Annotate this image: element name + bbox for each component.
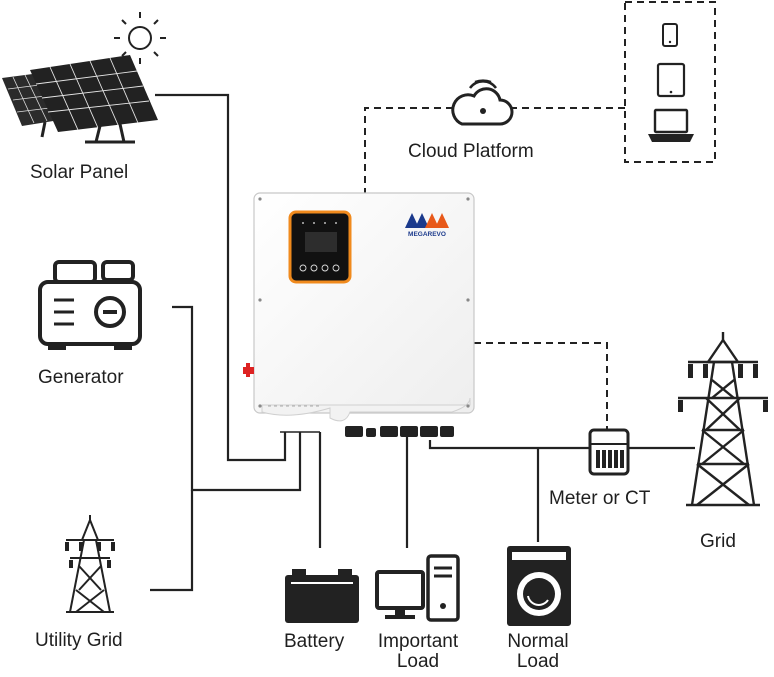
battery-label: Battery <box>284 631 345 652</box>
battery-icon <box>285 569 359 623</box>
generator-icon <box>38 260 142 350</box>
inverter-meter-link <box>462 342 608 430</box>
grid-label: Grid <box>700 531 736 552</box>
important-load-label: Important Load <box>368 632 468 672</box>
megarevo-logo: MEGAREVO <box>405 213 449 238</box>
phone-icon <box>662 23 678 47</box>
utility-grid-tower-icon <box>65 515 115 613</box>
utility-grid-connection-line <box>150 490 194 592</box>
washing-machine-icon <box>507 546 571 626</box>
computer-icon <box>375 554 460 622</box>
generator-label: Generator <box>38 367 124 388</box>
cloud-icon <box>451 79 514 126</box>
grid-tower-icon <box>678 332 768 507</box>
solar-panel-label: Solar Panel <box>30 162 129 183</box>
devices-box <box>624 1 716 163</box>
important-load-label-line1: Important <box>377 631 459 652</box>
power-connections <box>150 93 695 592</box>
inverter-brand: MEGAREVO <box>408 231 446 238</box>
communication-links <box>364 1 716 430</box>
inverter-cloud-link <box>364 107 455 195</box>
sun-icon <box>114 12 166 64</box>
meter-icon <box>588 428 630 476</box>
tablet-icon <box>656 62 686 98</box>
dc-switch-icon <box>243 363 254 377</box>
normal-load-label: Normal Load <box>488 632 588 672</box>
inverter-icon: MEGAREVO <box>243 192 475 437</box>
important-load-label-line2: Load <box>396 651 440 672</box>
grid-feed-line <box>428 440 590 450</box>
normal-load-label-line1: Normal <box>507 631 569 652</box>
cloud-platform-label: Cloud Platform <box>408 141 534 162</box>
meter-or-ct-label: Meter or CT <box>549 488 651 509</box>
solar-panel-icon <box>2 55 158 144</box>
utility-grid-label: Utility Grid <box>35 630 123 651</box>
inverter-terminals <box>345 426 454 437</box>
normal-load-label-line2: Load <box>516 651 560 672</box>
solar-connection-line <box>155 93 287 462</box>
laptop-icon <box>648 108 694 142</box>
